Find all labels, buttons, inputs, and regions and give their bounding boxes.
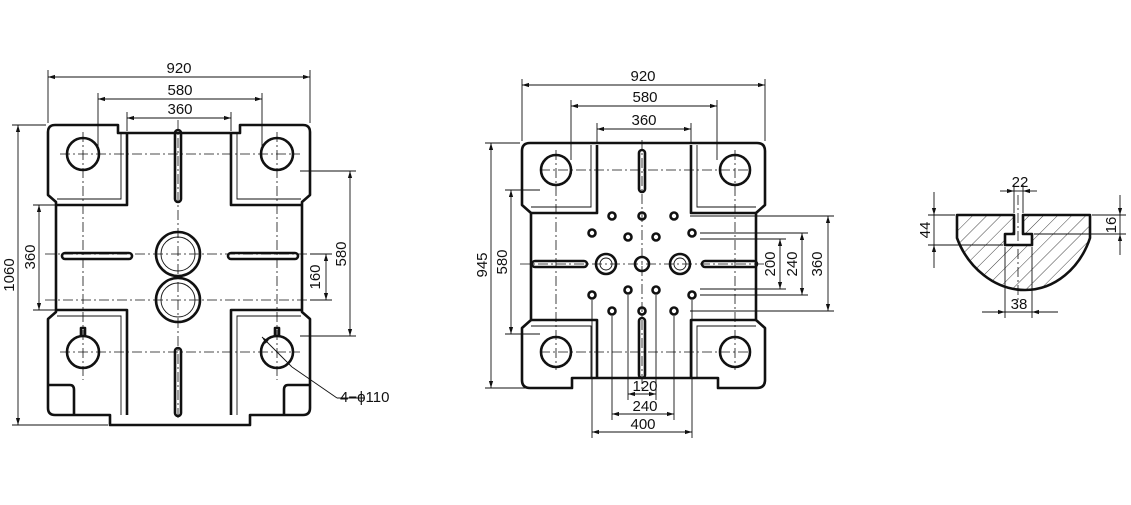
left-dim-920: 920 bbox=[166, 60, 191, 77]
left-tslot-left bbox=[60, 251, 134, 261]
left-dim-360: 360 bbox=[167, 101, 192, 118]
left-pocket-br bbox=[229, 308, 301, 415]
middle-dim-200: 200 bbox=[762, 251, 779, 276]
left-dim-360-vertical: 360 bbox=[22, 244, 39, 269]
middle-dim-360: 360 bbox=[631, 112, 656, 129]
left-tslot-right bbox=[226, 251, 300, 261]
middle-plate-outline bbox=[520, 141, 767, 390]
left-dim-580: 580 bbox=[167, 82, 192, 99]
section-dim-44: 44 bbox=[917, 222, 934, 239]
middle-dim-240: 240 bbox=[784, 251, 801, 276]
middle-pocket-tl bbox=[531, 145, 599, 215]
tslot-section-view: 22 44 16 38 bbox=[917, 174, 1126, 318]
middle-dim-400: 400 bbox=[630, 416, 655, 433]
left-pocket-tr bbox=[229, 133, 301, 207]
left-pocket-bl bbox=[57, 308, 129, 415]
left-dim-1060: 1060 bbox=[1, 258, 18, 291]
section-dim-38: 38 bbox=[1011, 296, 1028, 313]
section-dim-22: 22 bbox=[1012, 174, 1029, 191]
middle-tslot-right bbox=[700, 259, 759, 269]
middle-plate-view: 920 580 360 945 580 200 240 360 bbox=[474, 68, 834, 438]
middle-pocket-br bbox=[689, 318, 756, 378]
middle-dim-360-vertical: 360 bbox=[809, 251, 826, 276]
middle-pocket-bl bbox=[531, 318, 599, 378]
middle-dim-120: 120 bbox=[632, 378, 657, 395]
middle-dim-945: 945 bbox=[474, 252, 491, 277]
left-plate-outline bbox=[46, 123, 312, 427]
left-foot-r bbox=[282, 383, 310, 415]
section-outline bbox=[955, 213, 1092, 292]
left-hole-callout: 4−ϕ110 bbox=[340, 389, 389, 406]
middle-dim-920: 920 bbox=[630, 68, 655, 85]
left-dim-580-vertical: 580 bbox=[333, 241, 350, 266]
middle-dim-580: 580 bbox=[632, 89, 657, 106]
section-dim-16: 16 bbox=[1103, 217, 1120, 234]
left-plate-view: 920 580 360 1060 360 160 580 4−ϕ110 bbox=[1, 60, 389, 427]
left-pocket-tl bbox=[57, 133, 129, 207]
middle-dim-580-vertical: 580 bbox=[494, 249, 511, 274]
left-foot-l bbox=[48, 383, 76, 415]
middle-bolt-holes bbox=[587, 211, 697, 316]
left-dim-160: 160 bbox=[307, 264, 324, 289]
middle-pocket-tr bbox=[689, 145, 756, 215]
middle-dim-240-horizontal: 240 bbox=[632, 398, 657, 415]
